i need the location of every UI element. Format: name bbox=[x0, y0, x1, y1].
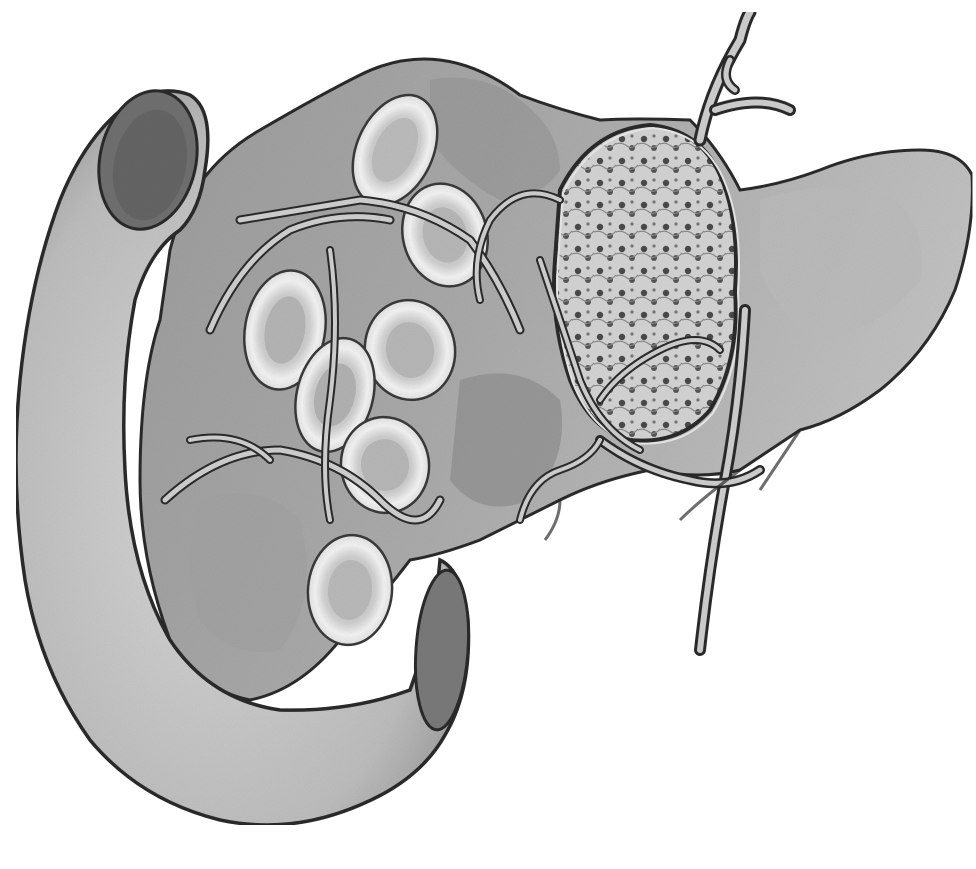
pancreas-lobule-shading bbox=[190, 493, 307, 652]
islet-of-langerhans bbox=[554, 125, 736, 441]
duodenum-opening-bottom bbox=[410, 568, 473, 731]
